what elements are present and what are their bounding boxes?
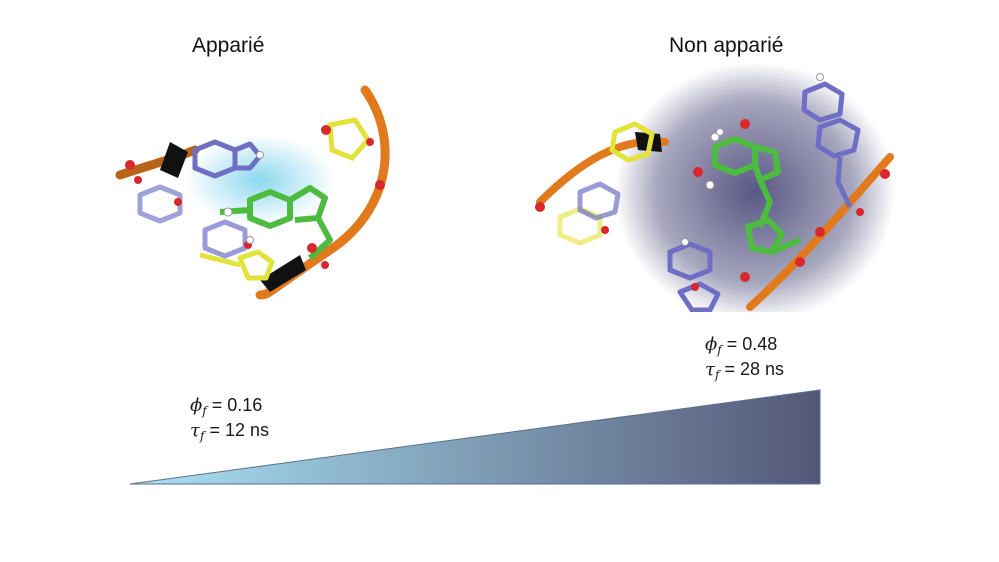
phi-symbol: ϕ xyxy=(190,395,202,416)
unpaired-title: Non apparié xyxy=(669,34,783,58)
paired-lifetime: τf = 12 ns xyxy=(190,418,269,443)
dna-unpaired-structure-icon xyxy=(520,62,910,312)
tau-value: = 28 ns xyxy=(724,359,784,379)
paired-metrics: ϕf = 0.16 τf = 12 ns xyxy=(190,393,269,443)
phi-value: = 0.48 xyxy=(727,334,778,354)
tau-symbol: τ xyxy=(705,359,715,380)
tau-subscript: f xyxy=(715,368,719,382)
phi-subscript: f xyxy=(717,343,721,357)
tau-symbol: τ xyxy=(190,420,200,441)
unpaired-lifetime: τf = 28 ns xyxy=(705,357,784,382)
phi-value: = 0.16 xyxy=(212,395,263,415)
phi-symbol: ϕ xyxy=(705,334,717,355)
paired-quantum-yield: ϕf = 0.16 xyxy=(190,393,269,418)
tau-value: = 12 ns xyxy=(209,420,269,440)
unpaired-metrics: ϕf = 0.48 τf = 28 ns xyxy=(705,332,784,382)
tau-subscript: f xyxy=(200,429,204,443)
unpaired-quantum-yield: ϕf = 0.48 xyxy=(705,332,784,357)
phi-subscript: f xyxy=(202,404,206,418)
paired-title: Apparié xyxy=(192,34,264,58)
dna-paired-structure-icon xyxy=(100,80,430,300)
